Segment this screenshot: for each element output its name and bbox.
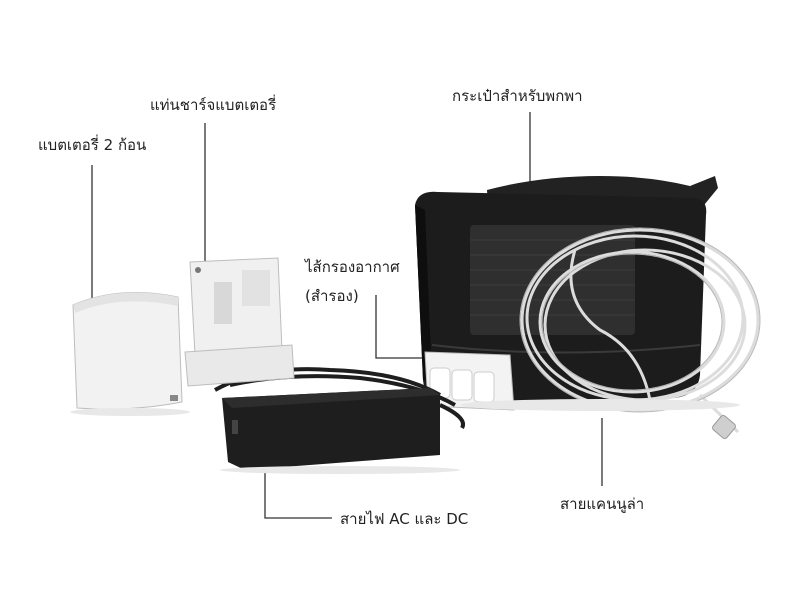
power-adapter: [222, 388, 440, 470]
label-air-filter: ไส้กรองอากาศ: [305, 258, 400, 276]
label-power-cable: สายไฟ AC และ DC: [340, 510, 469, 528]
label-battery-charger: แท่นชาร์จแบตเตอรี่: [150, 96, 277, 114]
battery-charger: [184, 257, 295, 387]
batteries: [72, 292, 183, 410]
leader-line-filter: [375, 295, 428, 359]
cannula-tubing-shadow: [519, 227, 761, 413]
carrying-bag: [415, 176, 718, 402]
label-batteries: แบตเตอรี่ 2 ก้อน: [38, 136, 147, 154]
label-air-filter-spare: (สำรอง): [305, 287, 359, 305]
ground-shadow: [70, 399, 740, 474]
label-carrying-bag: กระเป๋าสำหรับพกพา: [452, 87, 583, 105]
label-cannula: สายแคนนูล่า: [560, 495, 645, 513]
cannula-connector: [712, 415, 736, 439]
